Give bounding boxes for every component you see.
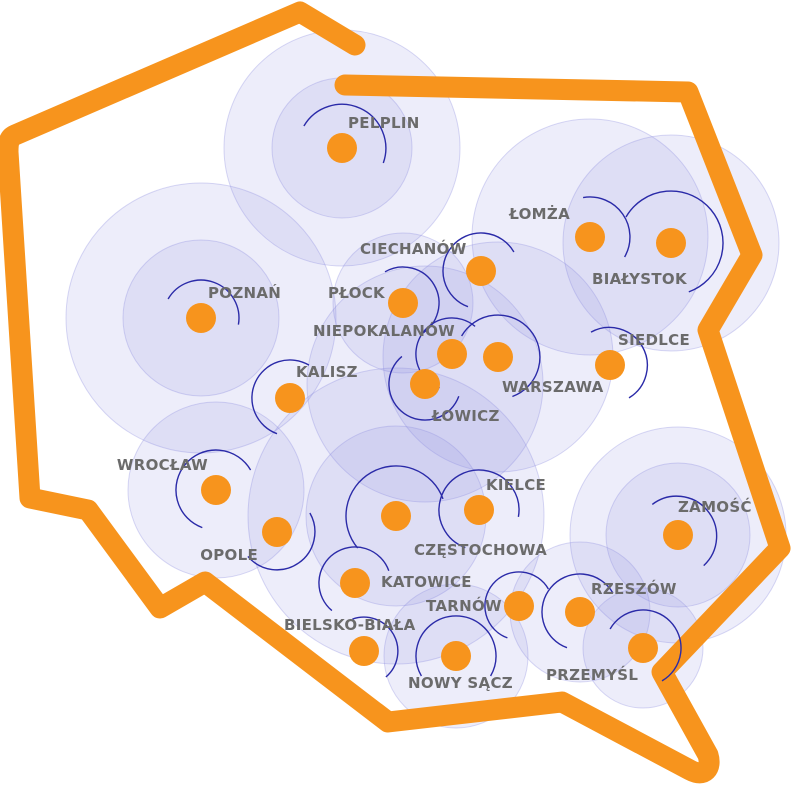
- city-label-bialystok: BIAŁYSTOK: [592, 270, 688, 288]
- city-marker-bielsko-biala[interactable]: [349, 636, 379, 666]
- city-label-nowy-sacz: NOWY SĄCZ: [408, 674, 513, 692]
- city-marker-kielce[interactable]: [464, 495, 494, 525]
- city-label-lowicz: ŁOWICZ: [431, 407, 500, 425]
- city-marker-lomza[interactable]: [575, 222, 605, 252]
- signal-arc-pelplin: [303, 103, 387, 164]
- signal-arc-poznan: [167, 279, 240, 325]
- city-label-lomza: ŁOMŻA: [508, 204, 570, 223]
- arc-layer: [167, 103, 724, 682]
- city-label-rzeszow: RZESZÓW: [591, 579, 677, 598]
- city-label-plock: PŁOCK: [328, 284, 386, 302]
- city-marker-opole[interactable]: [262, 517, 292, 547]
- city-marker-pelplin[interactable]: [327, 133, 357, 163]
- city-marker-niepokalanow[interactable]: [437, 339, 467, 369]
- signal-arc-kalisz: [251, 359, 310, 435]
- city-marker-nowy-sacz[interactable]: [441, 641, 471, 671]
- label-layer: PELPLIN ŁOMŻA BIAŁYSTOK CIECHANÓW PŁOCK POZNA…: [117, 114, 752, 692]
- signal-arc-rzeszow: [541, 573, 614, 649]
- city-label-katowice: KATOWICE: [381, 573, 472, 591]
- city-marker-plock[interactable]: [388, 288, 418, 318]
- city-marker-warszawa[interactable]: [483, 342, 513, 372]
- signal-arc-lomza: [582, 196, 631, 258]
- city-marker-tarnow[interactable]: [504, 591, 534, 621]
- city-label-czestochowa: CZĘSTOCHOWA: [414, 541, 547, 559]
- city-label-zamosc: ZAMOŚĆ: [678, 497, 752, 516]
- city-label-warszawa: WARSZAWA: [502, 378, 604, 396]
- signal-arc-tarnow: [484, 571, 550, 639]
- dot-layer: [186, 133, 693, 671]
- signal-arc-zamosc: [651, 495, 718, 567]
- signal-arc-warszawa: [460, 314, 541, 398]
- signal-arc-lowicz: [388, 355, 460, 421]
- city-marker-lowicz[interactable]: [410, 369, 440, 399]
- city-label-poznan: POZNAŃ: [208, 283, 281, 302]
- signal-arc-bielsko-biala: [352, 616, 399, 678]
- signal-arc-czestochowa: [345, 465, 444, 549]
- signal-arc-siedlce: [590, 326, 648, 399]
- signal-arc-przemysl: [609, 609, 682, 682]
- city-label-pelplin: PELPLIN: [348, 114, 420, 132]
- city-label-kielce: KIELCE: [486, 476, 546, 494]
- signal-arc-opole: [247, 512, 316, 571]
- city-marker-czestochowa[interactable]: [381, 501, 411, 531]
- signal-arc-wroclaw: [175, 449, 252, 529]
- signal-arc-katowice: [318, 546, 390, 612]
- city-label-wroclaw: WROCŁAW: [117, 456, 208, 474]
- city-label-opole: OPOLE: [200, 546, 258, 564]
- city-marker-ciechanow[interactable]: [466, 256, 496, 286]
- signal-arc-ciechanow: [442, 232, 515, 308]
- city-marker-siedlce[interactable]: [595, 350, 625, 380]
- city-label-ciechanow: CIECHANÓW: [360, 239, 467, 258]
- signal-arc-nowy-sacz: [415, 615, 497, 677]
- city-marker-katowice[interactable]: [340, 568, 370, 598]
- signal-arc-bialystok: [625, 190, 724, 293]
- city-label-bielsko-biala: BIELSKO-BIAŁA: [284, 616, 416, 634]
- city-marker-kalisz[interactable]: [275, 383, 305, 413]
- city-marker-przemysl[interactable]: [628, 633, 658, 663]
- city-marker-wroclaw[interactable]: [201, 475, 231, 505]
- city-label-niepokalanow: NIEPOKALANÓW: [313, 321, 455, 340]
- city-marker-zamosc[interactable]: [663, 520, 693, 550]
- city-marker-poznan[interactable]: [186, 303, 216, 333]
- city-label-siedlce: SIEDLCE: [618, 331, 690, 349]
- signal-arc-kielce: [438, 469, 520, 549]
- city-label-tarnow: TARNÓW: [426, 596, 502, 615]
- city-label-kalisz: KALISZ: [296, 363, 358, 381]
- city-label-przemysl: PRZEMYŚL: [546, 665, 638, 684]
- city-marker-rzeszow[interactable]: [565, 597, 595, 627]
- city-marker-bialystok[interactable]: [656, 228, 686, 258]
